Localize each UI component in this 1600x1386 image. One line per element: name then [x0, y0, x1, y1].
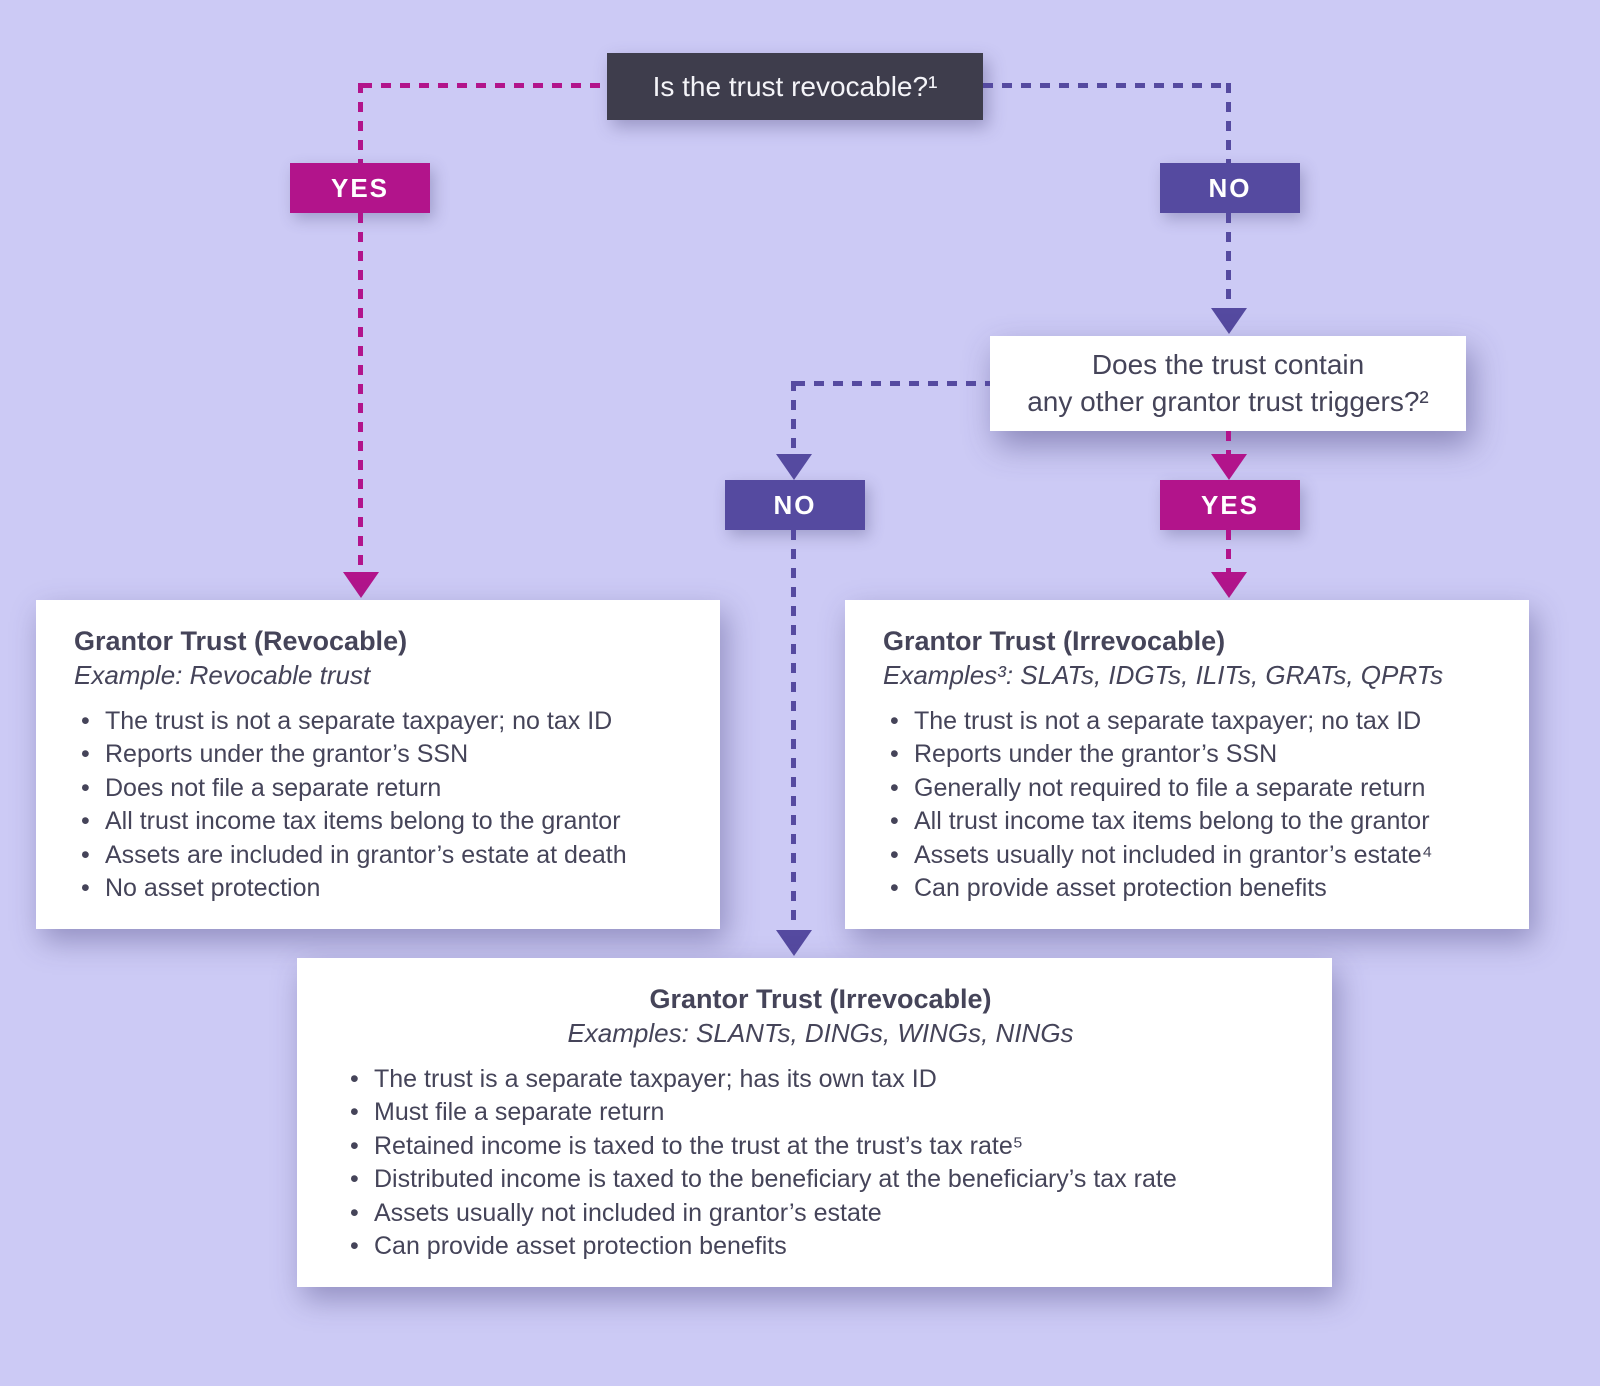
- second-branch-yes-text: YES: [1200, 489, 1260, 520]
- arrow-into-second-no-label: [776, 454, 812, 480]
- outcome-irrevocable-no-triggers-bullets: The trust is a separate taxpayer; has it…: [343, 1064, 1298, 1263]
- second-question-line1: Does the trust contain: [1091, 348, 1365, 380]
- root-question-node: Is the trust revocable?¹: [607, 53, 983, 120]
- connector-second-question-no-horizontal: [795, 381, 990, 386]
- bullet-item: Must file a separate return: [343, 1097, 1298, 1129]
- bullet-item: Distributed income is taxed to the benef…: [343, 1164, 1298, 1196]
- connector-root-to-no-horizontal: [983, 83, 1230, 88]
- second-question-line2: any other grantor trust triggers?²: [1027, 385, 1429, 417]
- outcome-revocable-example: Example: Revocable trust: [74, 660, 371, 691]
- connector-root-to-yes-horizontal: [362, 83, 607, 88]
- arrow-into-revocable-box: [343, 572, 379, 598]
- arrow-into-irrevocable-grantor-box: [1211, 572, 1247, 598]
- branch-yes-text: YES: [330, 172, 390, 203]
- second-branch-yes-label: YES: [1160, 480, 1300, 530]
- outcome-irrevocable-no-triggers-box: Grantor Trust (Irrevocable) Examples: SL…: [297, 958, 1332, 1287]
- bullet-item: Does not file a separate return: [74, 773, 682, 805]
- bullet-item: Retained income is taxed to the trust at…: [343, 1131, 1298, 1163]
- bullet-item: All trust income tax items belong to the…: [74, 806, 682, 838]
- connector-root-to-no-vertical: [1226, 83, 1231, 163]
- outcome-irrevocable-grantor-example: Examples³: SLATs, IDGTs, ILITs, GRATs, Q…: [883, 660, 1444, 691]
- second-branch-no-text: NO: [773, 489, 817, 520]
- connector-no-to-second-question: [1226, 213, 1231, 308]
- branch-no-label: NO: [1160, 163, 1300, 213]
- second-branch-no-label: NO: [725, 480, 865, 530]
- outcome-revocable-bullets: The trust is not a separate taxpayer; no…: [74, 706, 682, 905]
- outcome-irrevocable-no-triggers-title: Grantor Trust (Irrevocable): [649, 984, 992, 1014]
- bullet-item: Reports under the grantor’s SSN: [74, 739, 682, 771]
- bullet-item: Generally not required to file a separat…: [883, 773, 1491, 805]
- branch-yes-label: YES: [290, 163, 430, 213]
- bullet-item: All trust income tax items belong to the…: [883, 806, 1491, 838]
- connector-yes-to-revocable: [358, 213, 363, 572]
- bullet-item: The trust is a separate taxpayer; has it…: [343, 1064, 1298, 1096]
- outcome-irrevocable-grantor-bullets: The trust is not a separate taxpayer; no…: [883, 706, 1491, 905]
- root-question-text: Is the trust revocable?¹: [652, 70, 938, 102]
- bullet-item: Assets usually not included in grantor’s…: [883, 840, 1491, 872]
- arrow-into-bottom-outcome: [776, 930, 812, 956]
- connector-second-question-no-vertical: [791, 381, 796, 454]
- outcome-irrevocable-grantor-title: Grantor Trust (Irrevocable): [883, 626, 1226, 656]
- bullet-item: Can provide asset protection benefits: [343, 1231, 1298, 1263]
- second-question-node: Does the trust contain any other grantor…: [990, 336, 1466, 431]
- bullet-item: The trust is not a separate taxpayer; no…: [883, 706, 1491, 738]
- connector-no-to-bottom-outcome: [791, 530, 796, 928]
- branch-no-text: NO: [1208, 172, 1252, 203]
- bullet-item: Can provide asset protection benefits: [883, 873, 1491, 905]
- arrow-into-second-yes-label: [1211, 454, 1247, 480]
- connector-yes-to-irrevocable-grantor: [1226, 530, 1231, 572]
- outcome-revocable-box: Grantor Trust (Revocable) Example: Revoc…: [36, 600, 720, 929]
- connector-second-question-yes-vertical: [1226, 431, 1231, 454]
- bullet-item: Assets usually not included in grantor’s…: [343, 1198, 1298, 1230]
- bullet-item: The trust is not a separate taxpayer; no…: [74, 706, 682, 738]
- arrow-into-second-question: [1211, 308, 1247, 334]
- bullet-item: No asset protection: [74, 873, 682, 905]
- outcome-revocable-title: Grantor Trust (Revocable): [74, 626, 408, 656]
- outcome-irrevocable-grantor-box: Grantor Trust (Irrevocable) Examples³: S…: [845, 600, 1529, 929]
- bullet-item: Assets are included in grantor’s estate …: [74, 840, 682, 872]
- outcome-irrevocable-no-triggers-example: Examples: SLANTs, DINGs, WINGs, NINGs: [567, 1018, 1074, 1049]
- bullet-item: Reports under the grantor’s SSN: [883, 739, 1491, 771]
- connector-root-to-yes-vertical: [358, 83, 363, 163]
